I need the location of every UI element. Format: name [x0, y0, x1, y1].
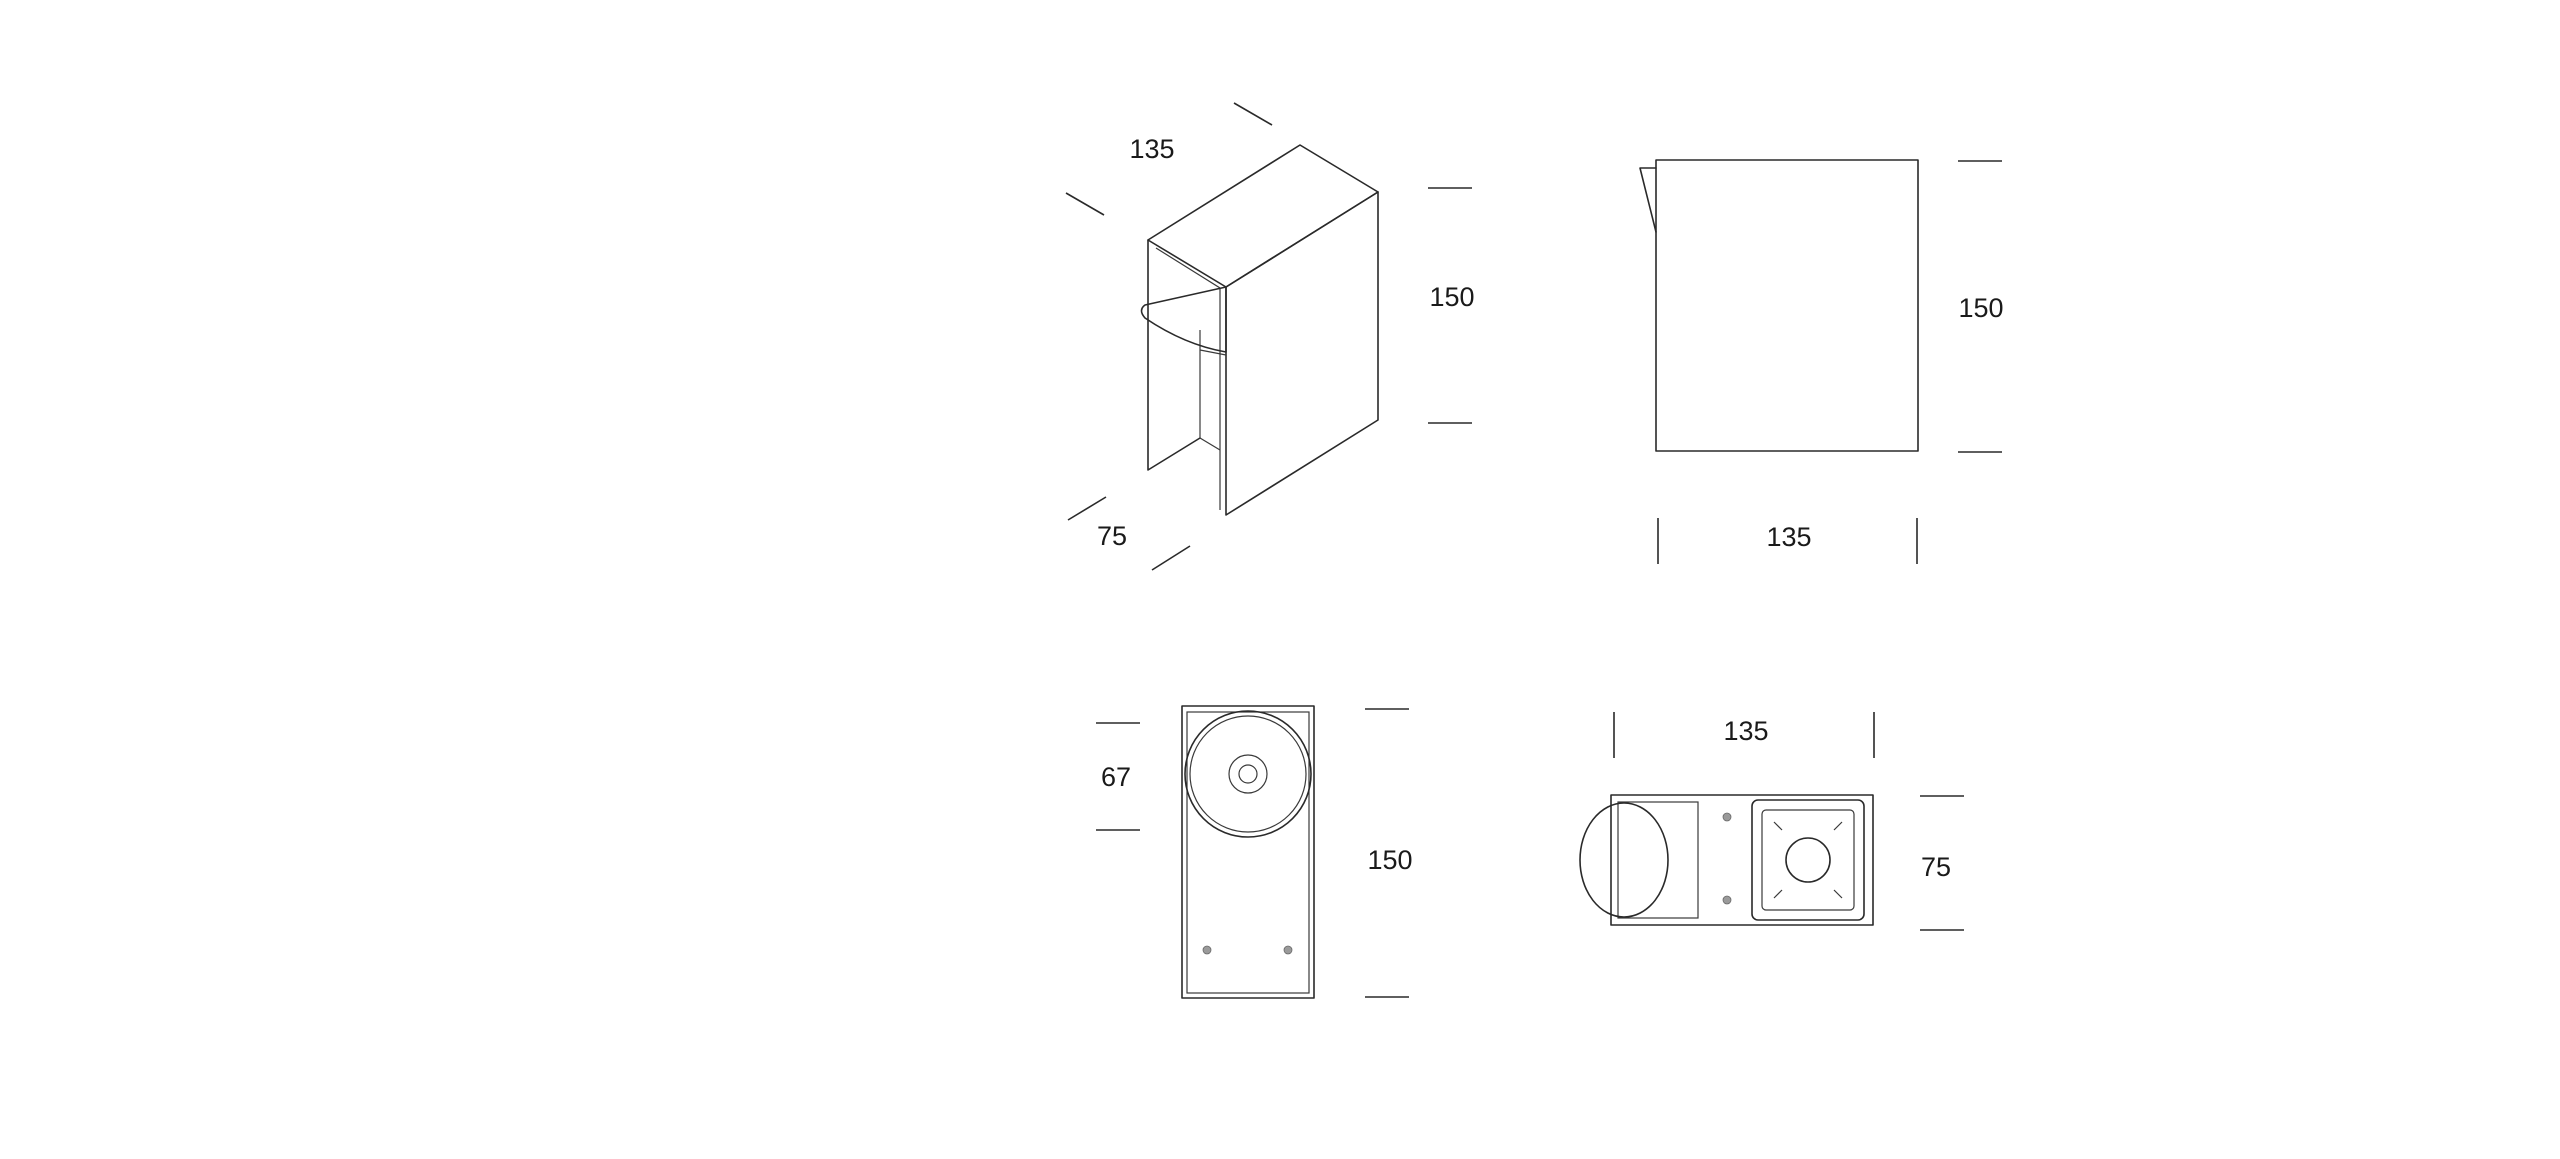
iso-dim-width-tick-right — [1233, 102, 1273, 126]
side-disc-center — [1238, 764, 1258, 784]
iso-inner-bottom — [1199, 437, 1221, 451]
iso-height-label: 150 — [1429, 282, 1474, 312]
iso-dim-depth-tick-left — [1067, 496, 1107, 521]
iso-reflector-shelf — [1140, 286, 1227, 353]
top-body — [1610, 794, 1874, 926]
top-mount-inner — [1761, 809, 1855, 911]
iso-shelf-edge — [1199, 349, 1227, 356]
top-width-label: 135 — [1723, 716, 1768, 746]
top-view: 135 75 — [1579, 712, 1964, 931]
front-width-label: 135 — [1766, 522, 1811, 552]
top-slot-bottom-left — [1773, 889, 1783, 899]
iso-width-label: 135 — [1129, 134, 1174, 164]
side-view: 67 150 — [1096, 705, 1413, 999]
side-inner-frame — [1186, 711, 1310, 994]
top-depth-label: 75 — [1921, 852, 1951, 882]
side-height-label: 150 — [1367, 845, 1412, 875]
side-disc-height-label: 67 — [1101, 762, 1131, 792]
top-slot-top-right — [1833, 821, 1843, 831]
side-disc-ring — [1189, 715, 1307, 833]
side-outer-frame — [1181, 705, 1315, 999]
side-screw-left — [1202, 945, 1212, 955]
top-slot-top-left — [1773, 821, 1783, 831]
iso-depth-label: 75 — [1097, 521, 1127, 551]
iso-top-face — [1147, 144, 1379, 288]
top-screw-upper — [1722, 812, 1732, 822]
iso-inner-edge — [1155, 247, 1221, 510]
iso-dim-depth-tick-right — [1151, 545, 1191, 571]
top-screw-lower — [1722, 895, 1732, 905]
iso-dim-width-tick-left — [1065, 192, 1105, 216]
front-height-label: 150 — [1958, 293, 2003, 323]
top-mount-plate — [1751, 799, 1865, 921]
front-reflector-edge — [1639, 167, 1657, 233]
iso-back-plate — [1147, 239, 1201, 471]
front-view: 150 135 — [1639, 159, 2004, 564]
top-reflector-ellipse — [1579, 802, 1669, 918]
side-screw-right — [1283, 945, 1293, 955]
top-left-block — [1617, 801, 1699, 919]
front-body — [1655, 159, 1919, 452]
iso-right-face — [1225, 191, 1379, 516]
top-mount-hole — [1785, 837, 1831, 883]
isometric-view: 135 150 75 — [1065, 102, 1475, 571]
top-slot-bottom-right — [1833, 889, 1843, 899]
side-disc-outer — [1184, 710, 1312, 838]
side-disc-hub — [1228, 754, 1268, 794]
